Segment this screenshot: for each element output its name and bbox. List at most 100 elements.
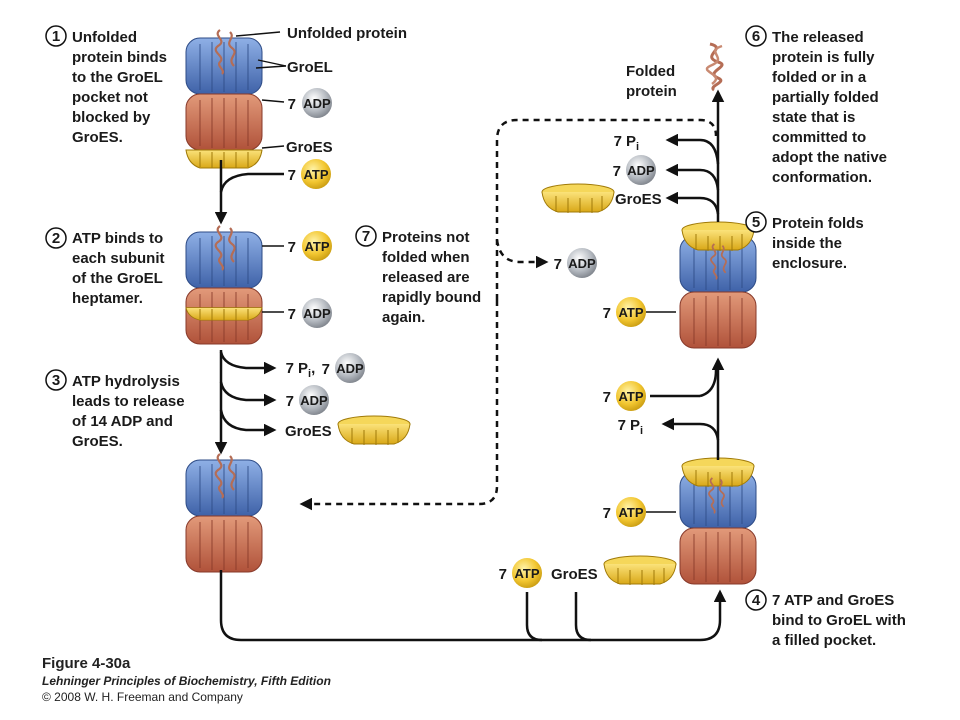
step-4-text: 7 ATP and GroES bind to GroEL with a fil… bbox=[772, 592, 906, 649]
step-5-badge: 5 bbox=[745, 211, 767, 233]
atp-ball-4 bbox=[616, 381, 646, 411]
svg-text:heptamer.: heptamer. bbox=[72, 290, 143, 307]
adp-ball-1 bbox=[302, 88, 332, 118]
svg-text:ATP binds to: ATP binds to bbox=[72, 230, 163, 247]
groes-label-3: GroES bbox=[615, 191, 662, 208]
pi-label-3: Pi bbox=[630, 417, 643, 437]
svg-text:GroES.: GroES. bbox=[72, 129, 123, 146]
groes-label-2: GroES bbox=[285, 423, 332, 440]
atp-ball-1 bbox=[301, 159, 331, 189]
step-2-text: ATP binds to each subunit of the GroEL h… bbox=[72, 230, 165, 307]
atp-ball-6 bbox=[512, 558, 542, 588]
count-7-pi-2: 7 bbox=[614, 133, 622, 150]
svg-text:inside the: inside the bbox=[772, 235, 842, 252]
groes-free-cap-3 bbox=[603, 555, 677, 586]
svg-text:released are: released are bbox=[382, 269, 470, 286]
svg-text:again.: again. bbox=[382, 309, 425, 326]
book-title: Lehninger Principles of Biochemistry, Fi… bbox=[42, 674, 331, 688]
atp-ball-2 bbox=[302, 231, 332, 261]
svg-text:6: 6 bbox=[752, 28, 760, 45]
svg-text:protein is fully: protein is fully bbox=[772, 49, 875, 66]
adp-label-3: ADP bbox=[336, 361, 364, 376]
step-7-badge: 7 bbox=[355, 225, 377, 247]
adp-label-4: ADP bbox=[300, 393, 328, 408]
groes-label-4: GroES bbox=[551, 566, 598, 583]
folded-protein-label-2: protein bbox=[626, 83, 677, 100]
step-3-text: ATP hydrolysis leads to release of 14 AD… bbox=[72, 373, 185, 450]
svg-text:committed to: committed to bbox=[772, 129, 866, 146]
svg-text:7: 7 bbox=[362, 228, 370, 245]
adp-ball-3 bbox=[335, 353, 365, 383]
svg-text:protein binds: protein binds bbox=[72, 49, 167, 66]
atp-label-5: ATP bbox=[618, 505, 643, 520]
svg-text:Protein folds: Protein folds bbox=[772, 215, 864, 232]
svg-text:folded or in a: folded or in a bbox=[772, 69, 867, 86]
step-1-text: Unfolded protein binds to the GroEL pock… bbox=[72, 29, 167, 146]
step-6-badge: 6 bbox=[745, 25, 767, 47]
atp-label-4: ATP bbox=[618, 389, 643, 404]
svg-text:adopt the native: adopt the native bbox=[772, 149, 887, 166]
svg-text:state that is: state that is bbox=[772, 109, 855, 126]
svg-text:2: 2 bbox=[52, 230, 60, 247]
pi-label-2: Pi bbox=[626, 133, 639, 153]
svg-text:conformation.: conformation. bbox=[772, 169, 872, 186]
svg-text:Unfolded: Unfolded bbox=[72, 29, 137, 46]
count-7-adp-3: 7 bbox=[322, 361, 330, 378]
count-7-atp-4: 7 bbox=[603, 389, 611, 406]
count-7-pi-1: 7 bbox=[286, 360, 294, 377]
step-4-badge: 4 bbox=[745, 589, 767, 611]
copyright: © 2008 W. H. Freeman and Company bbox=[42, 690, 243, 704]
count-7-adp-5: 7 bbox=[554, 256, 562, 273]
groes-label-1: GroES bbox=[286, 139, 333, 156]
groel-complex-1 bbox=[185, 28, 263, 169]
folded-protein-icon bbox=[705, 42, 724, 92]
atp-label-1: ATP bbox=[303, 167, 328, 182]
svg-text:The released: The released bbox=[772, 29, 864, 46]
atp-label-2: ATP bbox=[304, 239, 329, 254]
figure-caption: Figure 4-30a Lehninger Principles of Bio… bbox=[42, 655, 331, 704]
adp-label-6: ADP bbox=[627, 163, 655, 178]
svg-text:GroES.: GroES. bbox=[72, 433, 123, 450]
count-7-adp-6: 7 bbox=[613, 163, 621, 180]
svg-text:5: 5 bbox=[752, 214, 760, 231]
count-7-atp-1: 7 bbox=[288, 167, 296, 184]
svg-text:enclosure.: enclosure. bbox=[772, 255, 847, 272]
pi-label-1: Pi, bbox=[298, 360, 315, 380]
svg-text:Proteins not: Proteins not bbox=[382, 229, 470, 246]
count-7-adp-1: 7 bbox=[288, 96, 296, 113]
adp-ball-5 bbox=[567, 248, 597, 278]
groel-complex-2 bbox=[185, 224, 263, 345]
svg-text:7 ATP and GroES: 7 ATP and GroES bbox=[772, 592, 894, 609]
svg-text:4: 4 bbox=[752, 592, 761, 609]
svg-text:pocket not: pocket not bbox=[72, 89, 148, 106]
svg-text:ATP hydrolysis: ATP hydrolysis bbox=[72, 373, 180, 390]
step-3-badge: 3 bbox=[45, 369, 67, 391]
svg-text:1: 1 bbox=[52, 28, 60, 45]
count-7-atp-6: 7 bbox=[499, 566, 507, 583]
adp-label-5: ADP bbox=[568, 256, 596, 271]
atp-ball-3 bbox=[616, 297, 646, 327]
count-7-adp-2: 7 bbox=[288, 306, 296, 323]
step-5-text: Protein folds inside the enclosure. bbox=[772, 215, 864, 272]
adp-ball-6 bbox=[626, 155, 656, 185]
atp-ball-5 bbox=[616, 497, 646, 527]
svg-text:each subunit: each subunit bbox=[72, 250, 165, 267]
adp-ball-2 bbox=[302, 298, 332, 328]
svg-text:blocked by: blocked by bbox=[72, 109, 151, 126]
figure-number: Figure 4-30a bbox=[42, 655, 131, 672]
adp-label-1: ADP bbox=[303, 96, 331, 111]
groel-complex-4 bbox=[679, 457, 757, 585]
step-7-text: Proteins not folded when released are ra… bbox=[382, 229, 481, 326]
svg-text:rapidly bound: rapidly bound bbox=[382, 289, 481, 306]
atp-label-6: ATP bbox=[514, 566, 539, 581]
groel-complex-3 bbox=[185, 452, 263, 573]
count-7-pi-3: 7 bbox=[618, 417, 626, 434]
adp-label-2: ADP bbox=[303, 306, 331, 321]
step-2-badge: 2 bbox=[45, 227, 67, 249]
svg-text:leads to release: leads to release bbox=[72, 393, 185, 410]
svg-text:bind to GroEL with: bind to GroEL with bbox=[772, 612, 906, 629]
adp-ball-4 bbox=[299, 385, 329, 415]
atp-label-3: ATP bbox=[618, 305, 643, 320]
count-7-atp-5: 7 bbox=[603, 505, 611, 522]
